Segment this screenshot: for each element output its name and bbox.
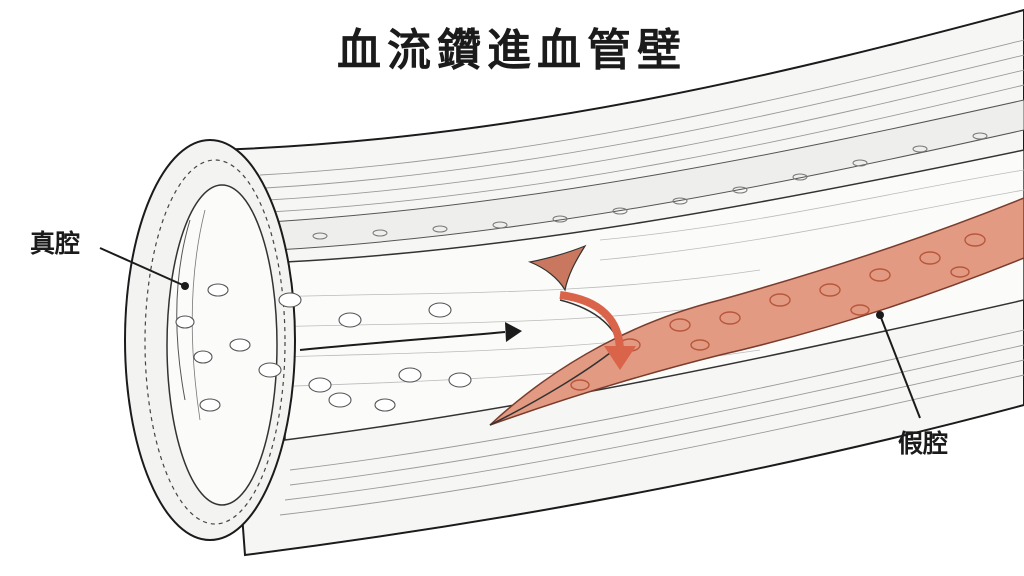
page-title: 血流鑽進血管壁 [337,25,687,76]
true-lumen-label: 真腔 [30,229,81,258]
false-lumen-shape [489,197,1024,426]
vessel-opening [124,139,296,541]
intimal-tear-flap [527,244,587,292]
dissection-arrow [559,291,636,370]
false-lumen-dot [876,311,884,319]
false-lumen-leader [879,314,921,419]
true-lumen-leader [99,247,186,287]
false-lumen-cells [570,233,986,391]
wall-fibers-top [259,39,1024,213]
media-cells-top [312,132,988,240]
true-lumen-dot [181,282,189,290]
flow-arrow [299,322,522,351]
wall-fibers-bottom [279,329,1024,516]
false-lumen-label: 假腔 [898,429,949,458]
true-lumen-blood-cells [175,283,472,412]
lumen-channel [284,149,1024,441]
media-layer-top [269,99,1024,251]
